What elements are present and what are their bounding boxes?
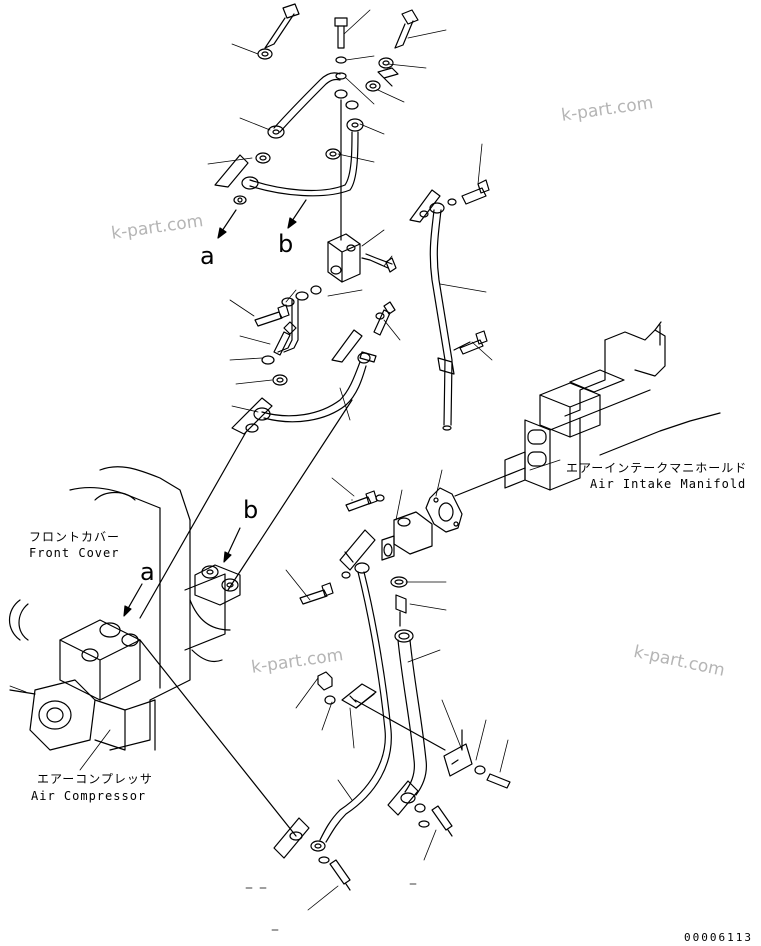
pipe-lower-right [394, 629, 427, 804]
label-front-cover-en: Front Cover [29, 546, 120, 560]
pipe-b-upper [241, 118, 364, 197]
elbow-connector [381, 511, 433, 561]
pipe-a-upper [267, 72, 341, 139]
clamp-bracket [443, 729, 473, 777]
front-cover [69, 466, 226, 751]
air-intake-manifold [504, 321, 721, 491]
bolt-top-right [394, 9, 419, 49]
air-compressor [9, 619, 156, 751]
pipe-lower-left [310, 562, 392, 852]
callout-leaders [9, 9, 509, 931]
label-air-intake-manifold-en: Air Intake Manifold [590, 477, 747, 491]
governor-valve [189, 564, 241, 631]
label-front-cover-jp: フロントカバー [29, 530, 121, 544]
document-number: 00006113 [684, 931, 753, 944]
check-valve-block [327, 233, 361, 283]
ref-label-b: b [243, 496, 259, 524]
label-air-intake-manifold-jp: エアーインテークマニホールド [566, 461, 748, 475]
ref-label-a: a [200, 242, 215, 270]
ref-label-b: b [278, 230, 294, 258]
label-air-compressor-en: Air Compressor [31, 789, 147, 803]
clamp [341, 683, 446, 751]
ref-arrows [123, 199, 307, 617]
clip-bracket [214, 154, 249, 188]
label-air-compressor-jp: エアーコンプレッサ [37, 772, 153, 786]
washer [257, 48, 273, 60]
bolt-top-left [264, 3, 300, 49]
vertical-pipe-right [429, 202, 455, 431]
bolt-top-center [334, 17, 348, 49]
gasket [425, 487, 463, 533]
ref-label-a: a [140, 558, 155, 586]
